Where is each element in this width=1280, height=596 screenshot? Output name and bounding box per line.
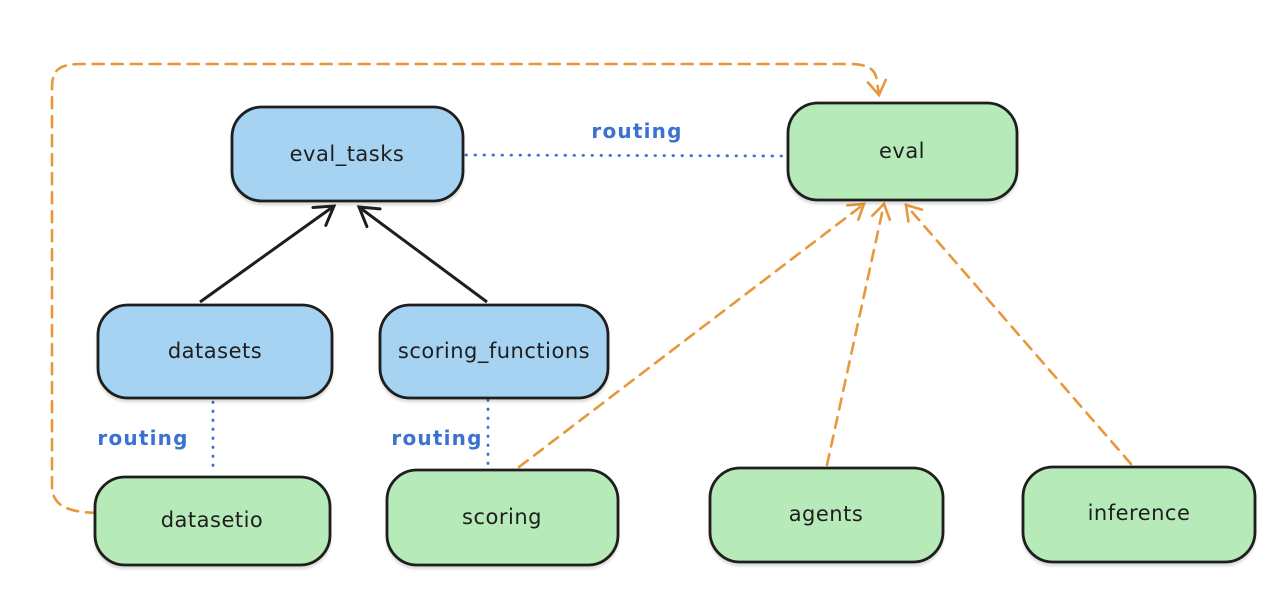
edge-scoring-to-eval	[517, 202, 866, 469]
node-datasets: datasets	[96, 303, 334, 400]
node-eval-label: eval	[879, 139, 925, 163]
node-scoring-label: scoring	[462, 505, 542, 529]
nodes-layer: eval_tasks eval datasets scoring_functio…	[93, 101, 1257, 567]
node-scoring: scoring	[385, 468, 620, 567]
routing-label-scoring: routing	[391, 426, 482, 450]
edge-scoring-functions-to-eval-tasks	[356, 205, 488, 304]
edge-eval-tasks-to-eval-routing	[464, 153, 786, 158]
node-inference-box	[1021, 465, 1257, 564]
node-eval-tasks: eval_tasks	[230, 105, 465, 203]
routing-label-datasetio: routing	[97, 426, 188, 450]
edge-datasets-to-eval-tasks	[199, 204, 337, 304]
node-datasetio: datasetio	[93, 475, 332, 567]
node-datasets-box	[96, 303, 334, 400]
routing-label-top: routing	[591, 119, 682, 143]
node-agents-label: agents	[789, 502, 864, 526]
edges-layer	[50, 62, 1133, 515]
node-datasetio-label: datasetio	[161, 508, 264, 532]
node-scoring-functions: scoring_functions	[378, 303, 610, 400]
edge-datasetio-to-eval	[50, 62, 888, 515]
node-scoring-functions-box	[378, 303, 610, 400]
node-datasetio-box	[93, 475, 332, 567]
node-agents: agents	[708, 466, 945, 564]
node-scoring-box	[385, 468, 620, 567]
edge-agents-to-eval	[825, 201, 892, 467]
node-eval: eval	[786, 101, 1019, 202]
edge-inference-to-eval	[904, 203, 1133, 466]
node-inference: inference	[1021, 465, 1257, 564]
node-eval-box	[786, 101, 1019, 202]
node-eval-tasks-label: eval_tasks	[290, 142, 405, 167]
node-eval-tasks-box	[230, 105, 465, 203]
node-inference-label: inference	[1088, 501, 1191, 525]
node-agents-box	[708, 466, 945, 564]
edge-labels-layer: routing routing routing	[97, 119, 682, 450]
node-datasets-label: datasets	[168, 339, 262, 363]
node-scoring-functions-label: scoring_functions	[398, 339, 590, 364]
